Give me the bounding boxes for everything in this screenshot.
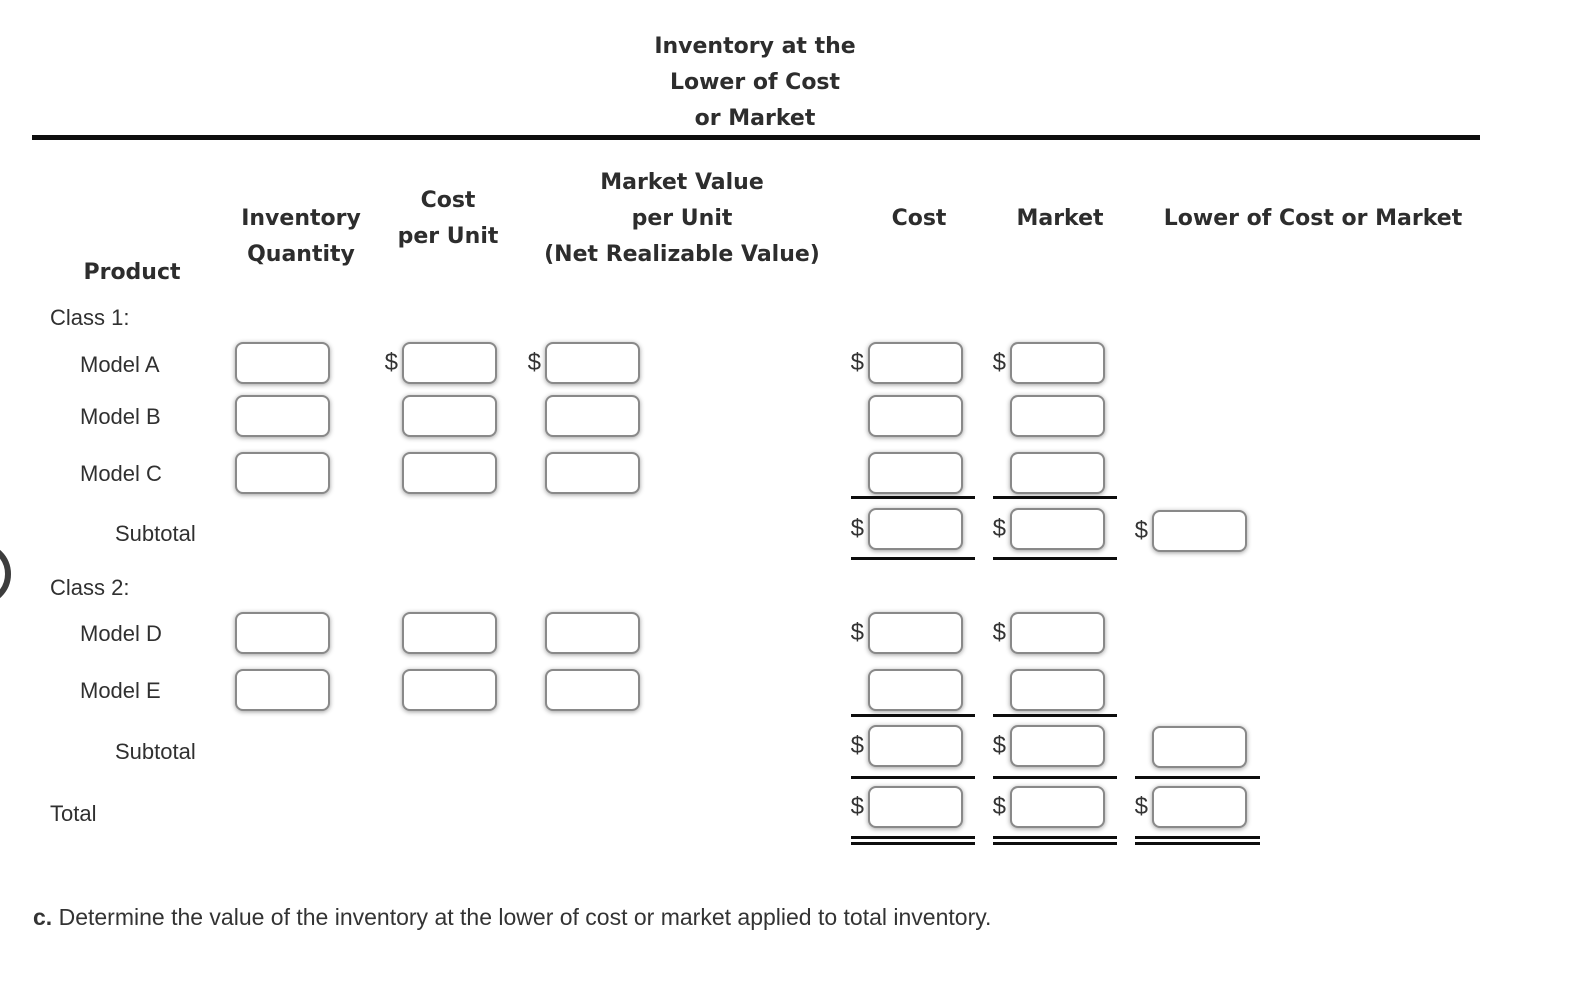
row-label-total: Total bbox=[50, 801, 97, 826]
subtotal-2-top-rule-cost bbox=[851, 714, 975, 717]
header-product: Product bbox=[83, 260, 181, 285]
dollar-sign: $ bbox=[850, 619, 864, 646]
input-model-d-market-value[interactable] bbox=[545, 612, 640, 654]
input-model-d-market[interactable] bbox=[1010, 612, 1105, 654]
row-label-subtotal-1: Subtotal bbox=[115, 521, 196, 546]
dollar-sign: $ bbox=[992, 515, 1006, 542]
input-model-a-cost-per-unit[interactable] bbox=[402, 342, 497, 384]
input-model-a-market-value[interactable] bbox=[545, 342, 640, 384]
subtotal-2-bottom-rule-lcm bbox=[1135, 776, 1260, 779]
total-double-rule-top-lcm bbox=[1135, 836, 1260, 839]
total-double-rule-bottom-lcm bbox=[1135, 842, 1260, 845]
total-double-rule-top-market bbox=[993, 836, 1117, 839]
subtotal-1-bottom-rule-cost bbox=[851, 557, 975, 560]
table-title-line3: or Market bbox=[694, 106, 816, 131]
header-cost-per-unit: Cost per Unit bbox=[348, 183, 548, 255]
subtotal-2-bottom-rule-market bbox=[993, 776, 1117, 779]
header-cost-per-unit-line1: Cost bbox=[420, 188, 476, 213]
total-double-rule-top-cost bbox=[851, 836, 975, 839]
dollar-sign: $ bbox=[992, 793, 1006, 820]
input-model-e-market[interactable] bbox=[1010, 669, 1105, 711]
dollar-sign: $ bbox=[850, 732, 864, 759]
total-double-rule-bottom-market bbox=[993, 842, 1117, 845]
input-model-d-cost-per-unit[interactable] bbox=[402, 612, 497, 654]
header-market-value-line1: Market Value bbox=[600, 170, 764, 195]
input-subtotal2-market[interactable] bbox=[1010, 725, 1105, 767]
subtotal-1-top-rule-market bbox=[993, 496, 1117, 499]
input-model-a-cost[interactable] bbox=[868, 342, 963, 384]
input-total-cost[interactable] bbox=[868, 786, 963, 828]
dollar-sign: $ bbox=[1134, 517, 1148, 544]
cropped-circle-icon bbox=[0, 542, 11, 606]
header-inventory-quantity-line2: Quantity bbox=[247, 242, 355, 267]
input-subtotal1-cost[interactable] bbox=[868, 508, 963, 550]
dollar-sign: $ bbox=[992, 619, 1006, 646]
input-model-e-market-value[interactable] bbox=[545, 669, 640, 711]
instruction-c-prefix: c. bbox=[33, 904, 53, 930]
dollar-sign: $ bbox=[992, 732, 1006, 759]
row-label-model-a: Model A bbox=[80, 352, 160, 377]
input-subtotal1-market[interactable] bbox=[1010, 508, 1105, 550]
input-model-a-quantity[interactable] bbox=[235, 342, 330, 384]
header-cost-per-unit-line2: per Unit bbox=[397, 224, 499, 249]
input-model-d-cost[interactable] bbox=[868, 612, 963, 654]
row-label-model-c: Model C bbox=[80, 461, 162, 486]
total-double-rule-bottom-cost bbox=[851, 842, 975, 845]
subtotal-1-bottom-rule-market bbox=[993, 557, 1117, 560]
subtotal-2-bottom-rule-cost bbox=[851, 776, 975, 779]
table-title-line2: Lower of Cost bbox=[669, 70, 841, 95]
header-inventory-quantity: Inventory Quantity bbox=[201, 201, 401, 273]
instruction-c-text: Determine the value of the inventory at … bbox=[58, 904, 992, 930]
input-model-b-market[interactable] bbox=[1010, 395, 1105, 437]
row-label-subtotal-2: Subtotal bbox=[115, 739, 196, 764]
input-model-e-quantity[interactable] bbox=[235, 669, 330, 711]
input-model-a-market[interactable] bbox=[1010, 342, 1105, 384]
table-title-line1: Inventory at the bbox=[654, 34, 856, 59]
input-subtotal1-lcm[interactable] bbox=[1152, 510, 1247, 552]
row-label-class-2: Class 2: bbox=[50, 575, 130, 600]
table-title: Inventory at the Lower of Cost or Market bbox=[555, 29, 955, 137]
dollar-sign: $ bbox=[850, 793, 864, 820]
dollar-sign: $ bbox=[527, 349, 541, 376]
row-label-class-1: Class 1: bbox=[50, 305, 130, 330]
input-total-lcm[interactable] bbox=[1152, 786, 1247, 828]
header-lower-of-cost-or-market: Lower of Cost or Market bbox=[1163, 206, 1463, 231]
dollar-sign: $ bbox=[850, 515, 864, 542]
input-model-c-quantity[interactable] bbox=[235, 452, 330, 494]
input-model-b-quantity[interactable] bbox=[235, 395, 330, 437]
header-market: Market bbox=[1016, 206, 1104, 231]
subtotal-1-top-rule-cost bbox=[851, 496, 975, 499]
header-market-value: Market Value per Unit (Net Realizable Va… bbox=[532, 165, 832, 273]
input-model-c-market[interactable] bbox=[1010, 452, 1105, 494]
input-model-c-cost[interactable] bbox=[868, 452, 963, 494]
input-total-market[interactable] bbox=[1010, 786, 1105, 828]
dollar-sign: $ bbox=[1134, 793, 1148, 820]
input-model-e-cost-per-unit[interactable] bbox=[402, 669, 497, 711]
input-subtotal2-cost[interactable] bbox=[868, 725, 963, 767]
dollar-sign: $ bbox=[850, 349, 864, 376]
dollar-sign: $ bbox=[384, 349, 398, 376]
instruction-c: c. Determine the value of the inventory … bbox=[33, 904, 991, 931]
input-model-b-cost-per-unit[interactable] bbox=[402, 395, 497, 437]
input-model-b-market-value[interactable] bbox=[545, 395, 640, 437]
input-subtotal2-lcm[interactable] bbox=[1152, 726, 1247, 768]
input-model-c-cost-per-unit[interactable] bbox=[402, 452, 497, 494]
input-model-b-cost[interactable] bbox=[868, 395, 963, 437]
dollar-sign: $ bbox=[992, 349, 1006, 376]
title-rule bbox=[32, 135, 1480, 140]
header-inventory-quantity-line1: Inventory bbox=[241, 206, 361, 231]
row-label-model-b: Model B bbox=[80, 404, 161, 429]
header-cost: Cost bbox=[891, 206, 947, 231]
subtotal-2-top-rule-market bbox=[993, 714, 1117, 717]
row-label-model-e: Model E bbox=[80, 678, 161, 703]
input-model-d-quantity[interactable] bbox=[235, 612, 330, 654]
input-model-e-cost[interactable] bbox=[868, 669, 963, 711]
input-model-c-market-value[interactable] bbox=[545, 452, 640, 494]
row-label-model-d: Model D bbox=[80, 621, 162, 646]
header-market-value-line2: per Unit bbox=[631, 206, 733, 231]
header-market-value-line3: (Net Realizable Value) bbox=[544, 242, 820, 267]
